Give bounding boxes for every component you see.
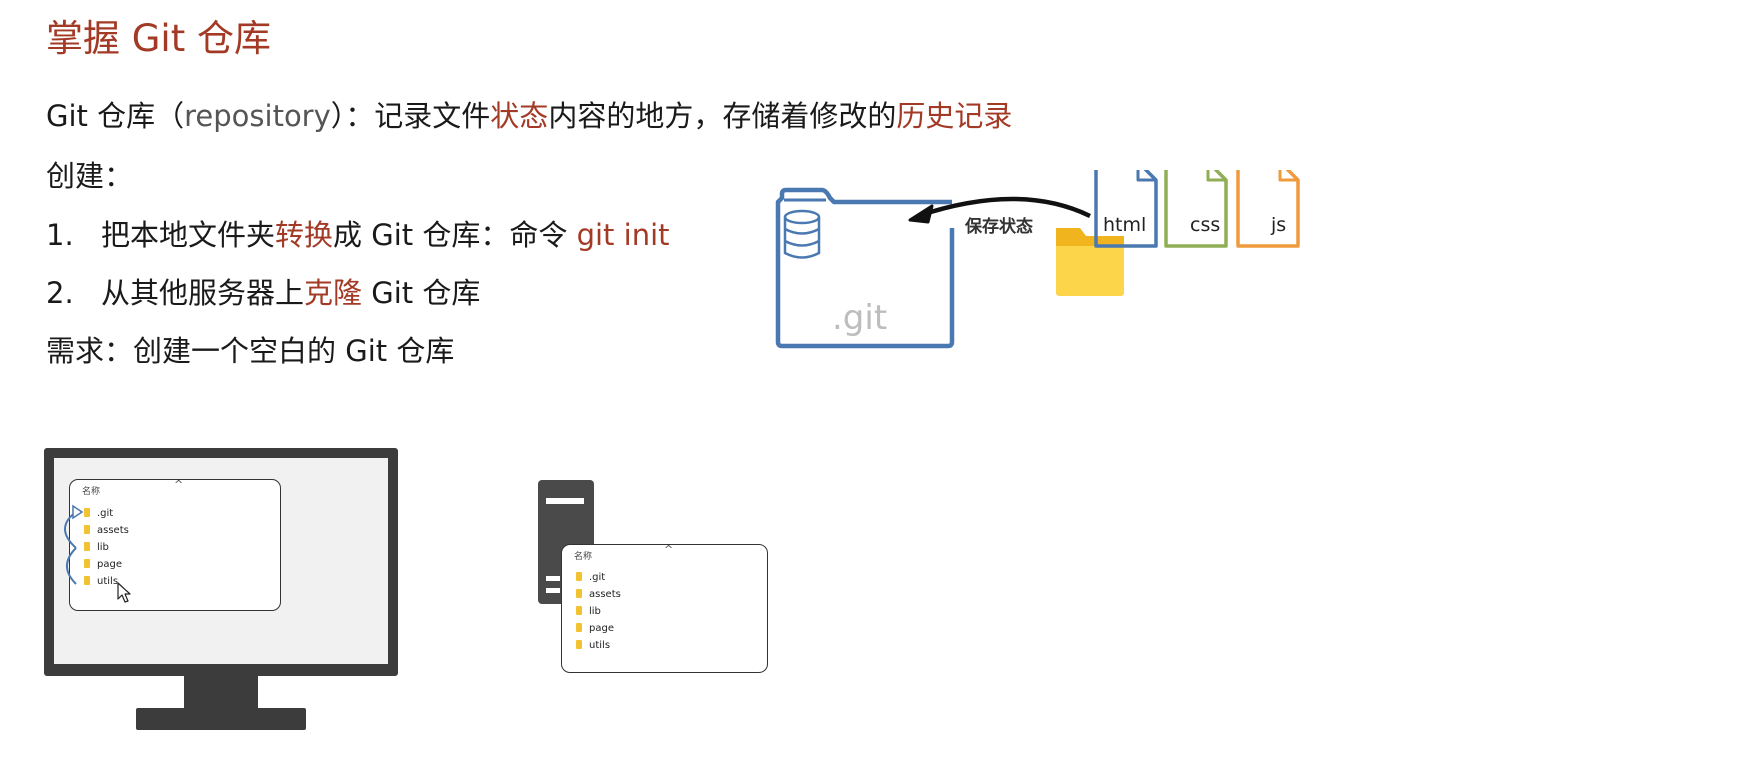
slide-title: 掌握 Git 仓库 [46,17,271,60]
list-item[interactable]: page [84,558,122,572]
sort-caret-icon: ^ [174,478,184,491]
definition-line: Git 仓库（repository）：记录文件状态内容的地方，存储着修改的历史记… [46,93,1012,135]
definition-prefix: Git 仓库（ [46,99,185,133]
folder-icon [576,606,582,615]
sort-caret-icon: ^ [664,543,674,556]
definition-term: repository [184,99,331,133]
list-item[interactable]: assets [576,588,621,602]
git-init-command: git init [576,218,670,252]
file-label-css: css [1190,214,1221,236]
step-2: 2. 从其他服务器上克隆 Git 仓库 [46,270,480,312]
repo-folder-icon [775,187,952,320]
save-arrow-icon [917,196,1091,219]
folder-icon [576,589,582,598]
list-item[interactable]: .git [84,507,113,521]
convert-arrow-icon [64,504,84,585]
folder-icon [576,572,582,581]
step-text: 把本地文件夹 [101,218,276,252]
folder-icon [84,576,90,585]
column-header-name: 名称 [574,552,593,562]
step-text: 从其他服务器上 [101,276,305,310]
mouse-cursor-icon [117,582,131,603]
definition-highlight-history: 历史记录 [896,99,1013,133]
js-file-icon [1236,170,1300,248]
list-item[interactable]: utils [84,575,118,589]
step-highlight: 转换 [275,218,334,252]
list-item[interactable]: assets [84,524,129,538]
create-label: 创建： [46,159,134,193]
server-folder-list: 名称 ^ .git assets lib page utils [561,543,768,673]
list-item[interactable]: .git [576,571,605,585]
step-number: 2. [46,276,74,310]
step-1: 1. 把本地文件夹转换成 Git 仓库：命令 git init [46,212,670,254]
list-item[interactable]: page [576,622,614,636]
definition-middle2: 内容的地方，存储着修改的 [548,99,897,133]
step-highlight: 克隆 [304,276,363,310]
css-file-icon [1164,170,1228,248]
column-header-name: 名称 [82,487,101,497]
file-label-js: js [1271,214,1287,236]
folder-icon [576,623,582,632]
requirement-line: 需求：创建一个空白的 Git 仓库 [46,334,455,368]
list-item[interactable]: lib [576,605,601,619]
folder-icon [84,508,90,517]
step-number: 1. [46,218,74,252]
folder-icon [84,525,90,534]
step-text: 成 Git 仓库：命令 [333,218,577,252]
list-item[interactable]: utils [576,639,610,653]
save-state-label: 保存状态 [965,217,1033,237]
html-file-icon [1094,170,1158,248]
folder-icon [576,640,582,649]
file-label-html: html [1103,214,1147,236]
repository-diagram [775,170,1300,349]
folder-icon [84,542,90,551]
database-icon [783,209,821,259]
folder-icon [1056,228,1124,296]
folder-icon [84,559,90,568]
local-folder-list: 名称 ^ .git assets lib page utils [69,478,281,611]
definition-middle: ）：记录文件 [330,99,491,133]
step-text: Git 仓库 [362,276,481,310]
list-item[interactable]: lib [84,541,109,555]
repo-label: .git [832,298,888,338]
definition-highlight-state: 状态 [490,99,549,133]
